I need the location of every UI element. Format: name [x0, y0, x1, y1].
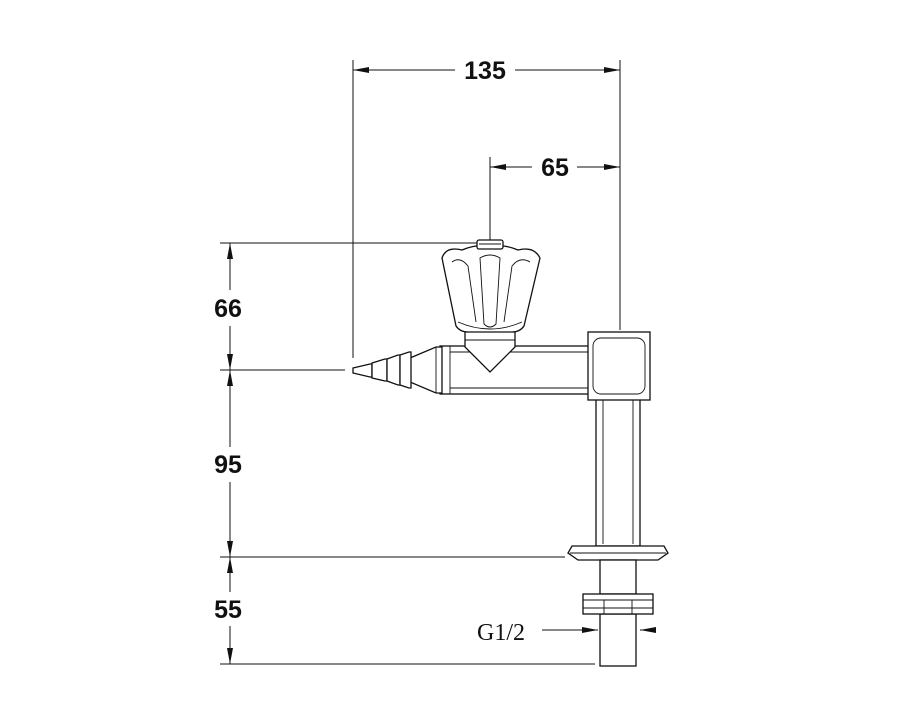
dimension-55-label: 55: [214, 596, 242, 624]
dimension-135-line: [353, 67, 620, 73]
three-spoke-handle: [441, 244, 541, 333]
dimension-55-line: [227, 557, 233, 664]
thread-size-label: G1/2: [477, 620, 525, 646]
hose-nozzle: [352, 351, 412, 389]
elbow-block: [587, 331, 651, 401]
dimension-65-label: 65: [541, 154, 569, 182]
dimension-66-label: 66: [214, 295, 242, 323]
dimension-135-label: 135: [464, 57, 506, 85]
dimension-66-line: [227, 243, 233, 370]
dimension-65-line: [490, 164, 620, 170]
lock-nut: [582, 593, 654, 615]
horizontal-arm: [439, 345, 591, 395]
dimension-95-label: 95: [214, 451, 242, 479]
nozzle-cone: [409, 346, 443, 394]
dimension-95-line: [227, 370, 233, 557]
handle-cap: [476, 239, 504, 250]
thread-leader-line: [542, 627, 656, 633]
threaded-shank: [599, 559, 637, 667]
extension-lines: [220, 60, 621, 665]
mounting-flange: [567, 545, 669, 561]
tap-pillar: [595, 395, 641, 547]
